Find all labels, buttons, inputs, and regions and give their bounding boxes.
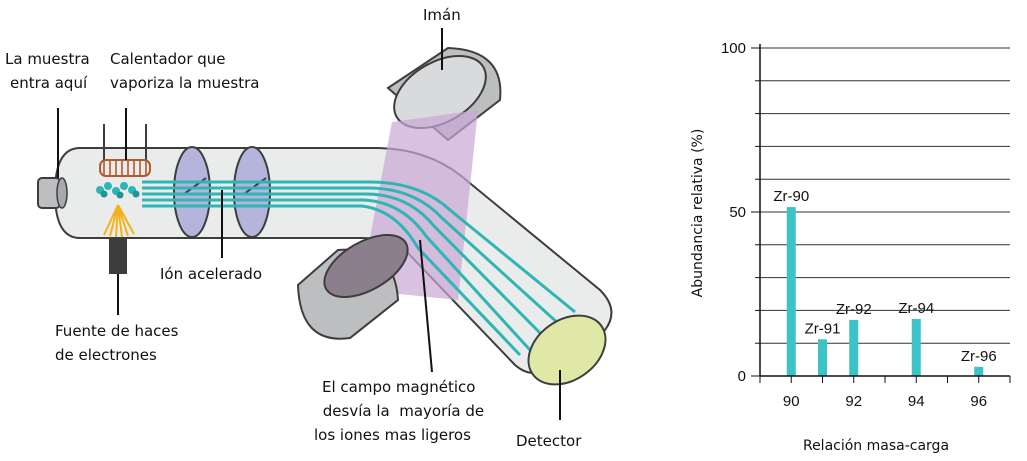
- label-magnetic-field-line3: los iones mas ligeros: [314, 426, 471, 444]
- x-tick-label-96: 96: [970, 393, 987, 410]
- bar-label-zr-94: Zr-94: [898, 300, 934, 317]
- ion-beams: [142, 180, 576, 357]
- bar-zr-96: [974, 366, 984, 376]
- bar-zr-92: [849, 319, 859, 376]
- mass-spectrometer-diagram: La muestra entra aquí Calentador que vap…: [5, 6, 613, 450]
- y-tick-label-50: 50: [729, 204, 746, 221]
- magnet-lower-cylinder: [296, 234, 409, 340]
- chart-axes: 0 50 100 90 92 94 96: [721, 40, 1011, 410]
- chart-gridlines: [760, 47, 1010, 344]
- bar-zr-90: [786, 207, 796, 376]
- label-sample-in-line2: entra aquí: [10, 74, 88, 92]
- bar-label-zr-90: Zr-90: [773, 188, 809, 205]
- y-axis-label: Abundancia relativa (%): [690, 129, 706, 298]
- vaporized-sample: [96, 182, 140, 199]
- bar-zr-94: [911, 318, 921, 376]
- label-electron-beam-line1: Fuente de haces: [55, 322, 179, 340]
- label-heater-line1: Calentador que: [110, 50, 226, 68]
- bar-zr-91: [818, 339, 827, 376]
- electron-beam-source: [103, 204, 135, 274]
- x-tick-label-90: 90: [783, 393, 800, 410]
- label-accelerated-ion: Ión acelerado: [160, 265, 262, 283]
- x-axis-label: Relación masa-carga: [803, 438, 949, 454]
- bar-label-zr-92: Zr-92: [836, 301, 872, 318]
- label-magnetic-field-line1: El campo magnético: [322, 378, 475, 396]
- leader-lines: [57, 28, 561, 420]
- bar-label-zr-91: Zr-91: [805, 320, 841, 337]
- x-tick-label-94: 94: [908, 393, 925, 410]
- label-magnet: Imán: [423, 6, 461, 24]
- bar-label-zr-96: Zr-96: [961, 348, 997, 365]
- label-electron-beam-line2: de electrones: [55, 346, 157, 364]
- label-detector: Detector: [516, 432, 582, 450]
- y-tick-label-100: 100: [721, 40, 746, 57]
- label-sample-in-line1: La muestra: [5, 50, 90, 68]
- label-magnetic-field-line2: desvía la mayoría de: [318, 402, 484, 420]
- detector: [527, 314, 607, 386]
- x-tick-label-92: 92: [845, 393, 862, 410]
- accelerating-plate-1: [173, 146, 211, 238]
- label-heater-line2: vaporiza la muestra: [110, 74, 259, 92]
- y-tick-label-0: 0: [738, 368, 746, 385]
- accelerating-plate-2: [233, 146, 271, 238]
